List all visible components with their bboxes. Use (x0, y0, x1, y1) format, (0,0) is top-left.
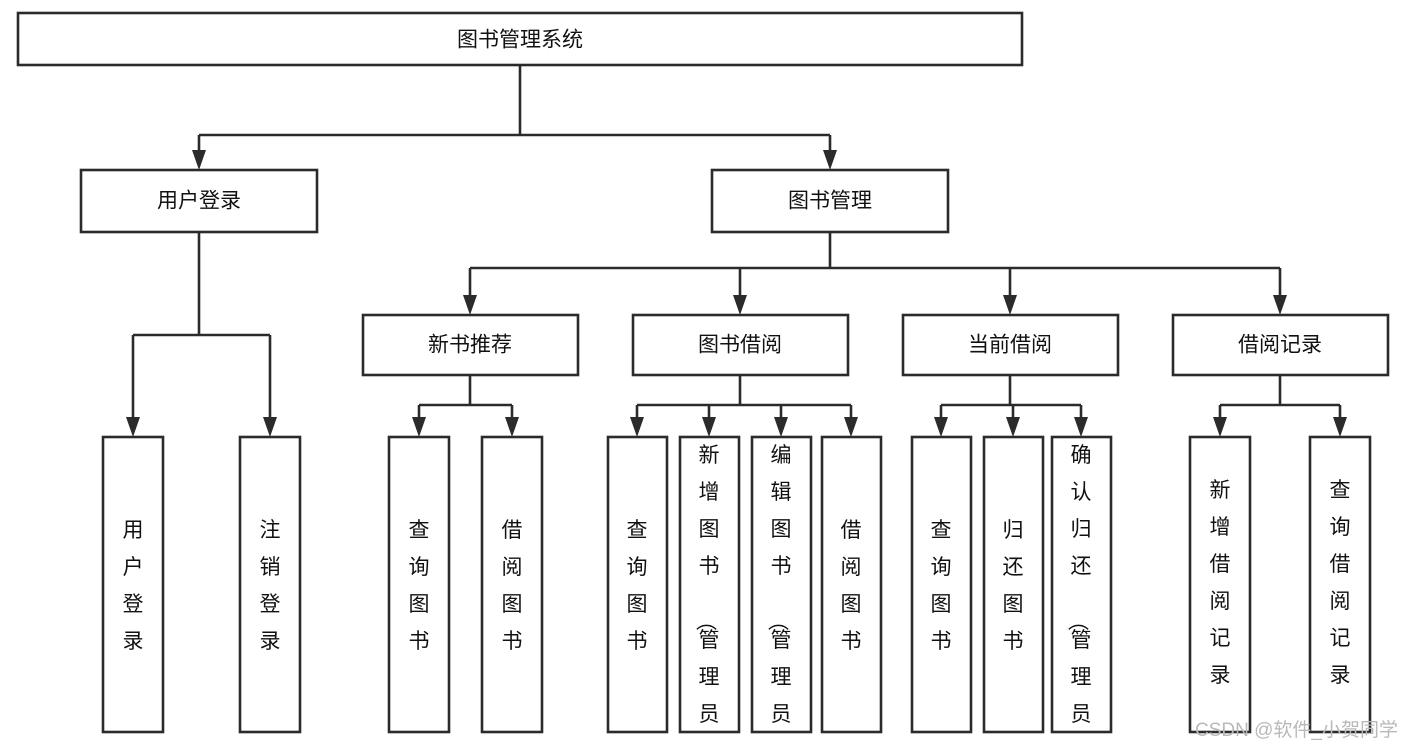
node-book-borrow-box[interactable] (631, 313, 850, 377)
arrowhead-confirm-return (1074, 417, 1088, 437)
arrowhead-q1 (412, 417, 426, 437)
leaf-add-record-box[interactable] (1188, 435, 1252, 734)
leaf-add-book-box[interactable] (678, 435, 741, 734)
leaf-user-login[interactable]: 用户登录 (101, 435, 165, 734)
arrowhead-q2 (630, 417, 644, 437)
leaf-edit-book-label: 编辑图书（管理员） (766, 444, 792, 747)
leaf-query-book-2-label: 查询图书 (627, 519, 648, 653)
node-root[interactable]: 图书管理系统 (16, 11, 1024, 67)
arrowhead-new-book (463, 295, 477, 315)
leaf-confirm-return[interactable]: 确认归还（管理员） (1050, 435, 1113, 747)
leaf-return-book-box[interactable] (982, 435, 1045, 734)
node-borrow-record-label: 借阅记录 (1238, 334, 1322, 357)
leaf-query-book-2-box[interactable] (606, 435, 669, 734)
leaf-query-book-1-box[interactable] (387, 435, 451, 734)
leaf-borrow-book-2[interactable]: 借阅图书 (820, 435, 883, 734)
leaf-query-book-3[interactable]: 查询图书 (910, 435, 973, 734)
leaf-query-record-box[interactable] (1308, 435, 1372, 734)
leaf-query-book-1[interactable]: 查询图书 (387, 435, 451, 734)
arrowhead-query-record (1333, 417, 1347, 437)
leaf-query-record[interactable]: 查询借阅记录 (1308, 435, 1372, 734)
arrowhead-q3 (934, 417, 948, 437)
node-book-manage[interactable]: 图书管理 (710, 168, 950, 234)
leaf-return-book-label: 归还图书 (1003, 519, 1024, 653)
node-new-book-recommend[interactable]: 新书推荐 (361, 313, 580, 377)
node-book-borrow[interactable]: 图书借阅 (631, 313, 850, 377)
leaf-logout-login-label: 注销登录 (260, 519, 281, 653)
node-user-login[interactable]: 用户登录 (79, 168, 319, 234)
leaf-logout-login-box[interactable] (238, 435, 302, 734)
connector-layer (126, 65, 1347, 437)
leaf-add-book-label: 新增图书（管理员） (694, 444, 720, 747)
leaf-confirm-return-box[interactable] (1050, 435, 1113, 734)
leaf-confirm-return-label: 确认归还（管理员） (1066, 444, 1092, 747)
leaf-query-book-2[interactable]: 查询图书 (606, 435, 669, 734)
arrowhead-current-borrow (1003, 295, 1017, 315)
node-book-manage-box[interactable] (710, 168, 950, 234)
arrowhead-borrow-record (1273, 295, 1287, 315)
leaf-borrow-book-2-box[interactable] (820, 435, 883, 734)
node-current-borrow-label: 当前借阅 (968, 334, 1052, 357)
leaf-borrow-book-1[interactable]: 借阅图书 (480, 435, 544, 734)
node-book-borrow-label: 图书借阅 (698, 334, 782, 357)
node-new-book-recommend-box[interactable] (361, 313, 580, 377)
node-borrow-record[interactable]: 借阅记录 (1171, 313, 1390, 377)
arrowhead-return-book (1006, 417, 1020, 437)
arrowhead-b1 (505, 417, 519, 437)
arrowhead-book-borrow (733, 295, 747, 315)
arrowhead-add-book (702, 417, 716, 437)
leaf-borrow-book-1-box[interactable] (480, 435, 544, 734)
node-book-manage-label: 图书管理 (788, 190, 872, 213)
csdn-watermark: CSDN @软件_小贺同学 (1195, 719, 1398, 741)
leaf-query-book-3-box[interactable] (910, 435, 973, 734)
leaf-borrow-book-2-label: 借阅图书 (841, 519, 862, 653)
arrowhead-leaf-user-login (126, 417, 140, 437)
arrowhead-book-manage (823, 150, 837, 170)
leaf-add-book[interactable]: 新增图书（管理员） (678, 435, 741, 747)
leaf-user-login-box[interactable] (101, 435, 165, 734)
leaf-user-login-label: 用户登录 (123, 519, 144, 653)
node-root-box[interactable] (16, 11, 1024, 67)
node-new-book-recommend-label: 新书推荐 (428, 334, 512, 357)
node-current-borrow-box[interactable] (901, 313, 1120, 377)
leaf-edit-book[interactable]: 编辑图书（管理员） (750, 435, 813, 747)
leaf-edit-book-box[interactable] (750, 435, 813, 734)
node-borrow-record-box[interactable] (1171, 313, 1390, 377)
leaf-query-book-1-label: 查询图书 (409, 519, 430, 653)
arrowhead-add-record (1213, 417, 1227, 437)
arrowhead-user-login (192, 150, 206, 170)
leaf-return-book[interactable]: 归还图书 (982, 435, 1045, 734)
leaf-add-record-label: 新增借阅记录 (1210, 479, 1231, 687)
arrowhead-edit-book (774, 417, 788, 437)
arrowhead-leaf-logout (263, 417, 277, 437)
leaf-logout-login[interactable]: 注销登录 (238, 435, 302, 734)
node-user-login-box[interactable] (79, 168, 319, 234)
leaf-query-book-3-label: 查询图书 (931, 519, 952, 653)
leaf-borrow-book-1-label: 借阅图书 (502, 519, 523, 653)
node-user-login-label: 用户登录 (157, 190, 241, 213)
leaf-query-record-label: 查询借阅记录 (1330, 479, 1351, 687)
leaf-add-record[interactable]: 新增借阅记录 (1188, 435, 1252, 734)
node-current-borrow[interactable]: 当前借阅 (901, 313, 1120, 377)
arrowhead-b2 (844, 417, 858, 437)
node-root-label: 图书管理系统 (457, 29, 583, 52)
